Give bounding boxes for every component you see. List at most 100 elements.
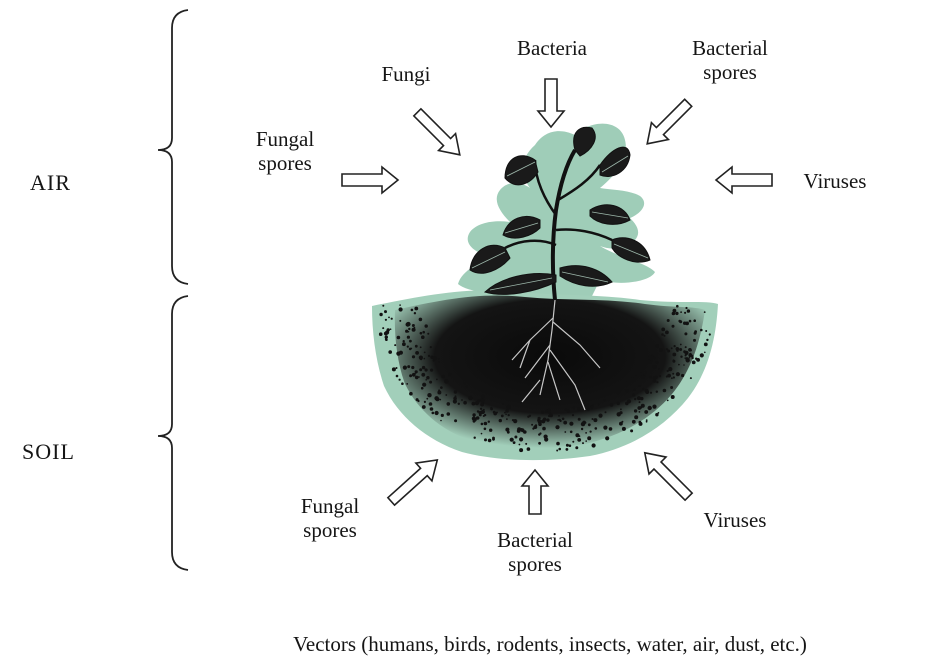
soil-speck	[429, 402, 433, 406]
soil-speck	[409, 392, 413, 396]
soil-speck	[420, 346, 422, 348]
soil-speck	[419, 368, 422, 371]
soil-speck	[673, 309, 677, 313]
soil-speck	[472, 402, 476, 406]
soil-speck	[642, 388, 644, 390]
soil-speck	[386, 330, 388, 332]
soil-speck	[546, 418, 549, 421]
soil-speck	[405, 330, 408, 333]
soil-speck	[593, 418, 597, 422]
soil-speck	[531, 424, 533, 426]
soil-speck	[671, 377, 673, 379]
soil-speck	[433, 357, 437, 361]
soil-speck	[592, 443, 596, 447]
soil-speck	[538, 442, 541, 445]
soil-speck	[394, 344, 396, 346]
soil-speck	[535, 424, 537, 426]
soil-speck	[667, 319, 670, 322]
soil-speck	[382, 305, 384, 307]
soil-speck	[441, 375, 444, 378]
soil-speck	[440, 399, 442, 401]
soil-speck	[521, 428, 525, 432]
soil-speck	[548, 415, 550, 417]
soil-speck	[412, 355, 415, 358]
soil-speck	[631, 377, 634, 380]
soil-speck	[430, 369, 433, 372]
soil-speck	[538, 417, 541, 420]
soil-speck	[479, 414, 482, 417]
soil-speck	[543, 418, 547, 422]
soil-speck	[670, 386, 673, 389]
soil-speck	[429, 381, 432, 384]
arrow-bacteria	[538, 79, 564, 127]
soil-speck	[506, 418, 508, 420]
soil-speck	[609, 427, 613, 431]
soil-speck	[622, 428, 624, 430]
soil-speck	[634, 389, 636, 391]
soil-speck	[678, 364, 680, 366]
soil-speck	[508, 414, 510, 416]
soil-speck	[565, 408, 568, 411]
soil-speck	[700, 329, 703, 332]
soil-speck	[664, 335, 666, 337]
soil-speck	[411, 366, 414, 369]
soil-speck	[513, 419, 517, 423]
arrow-bacterial-spores-air	[639, 94, 697, 152]
soil-speck	[645, 389, 649, 393]
soil-speck	[696, 358, 700, 362]
soil-speck	[510, 438, 514, 442]
soil-speck	[706, 339, 708, 341]
soil-speck	[681, 374, 684, 377]
zone-label-air: AIR	[30, 170, 71, 196]
soil-speck	[411, 348, 413, 350]
soil-speck	[673, 376, 675, 378]
soil-speck	[466, 385, 468, 387]
soil-speck	[421, 373, 425, 377]
soil-speck	[458, 403, 460, 405]
soil-speck	[415, 345, 418, 348]
soil-speck	[419, 356, 423, 360]
soil-speck	[690, 349, 692, 351]
soil-speck	[507, 431, 510, 434]
soil-speck	[481, 398, 485, 402]
soil-speck	[472, 413, 475, 416]
soil-speck	[684, 332, 687, 335]
soil-speck	[415, 351, 419, 355]
soil-speck	[676, 372, 680, 376]
soil-speck	[440, 386, 443, 389]
soil-speck	[641, 375, 645, 379]
soil-speck	[626, 390, 629, 393]
soil-speck	[484, 422, 488, 426]
soil-speck	[399, 379, 401, 381]
soil-speck	[587, 436, 591, 440]
soil-speck	[420, 332, 423, 335]
soil-speck	[505, 414, 507, 416]
label-fungal-spores-soil: Fungal spores	[275, 494, 385, 542]
soil-speck	[401, 382, 404, 385]
soil-speck	[483, 409, 485, 411]
soil-speck	[641, 404, 645, 408]
soil-speck	[447, 402, 451, 406]
soil-speck	[690, 377, 692, 379]
soil-speck	[556, 450, 558, 452]
soil-speck	[441, 414, 444, 417]
soil-speck	[538, 420, 542, 424]
soil-speck	[493, 412, 497, 416]
soil-speck	[566, 444, 569, 447]
soil-speck	[683, 364, 685, 366]
soil-speck	[671, 347, 673, 349]
soil-speck	[541, 411, 544, 414]
soil-speck	[569, 422, 573, 426]
soil-speck	[639, 422, 643, 426]
soil-speck	[578, 409, 580, 411]
soil-speck	[646, 421, 648, 423]
soil-speck	[407, 346, 409, 348]
soil-speck	[473, 418, 477, 422]
soil-speck	[425, 324, 428, 327]
soil-speck	[634, 415, 638, 419]
soil-speck	[645, 372, 647, 374]
soil-speck	[635, 374, 637, 376]
arrow-fungal-spores-soil	[383, 451, 445, 510]
soil-speck	[402, 342, 406, 346]
soil-speck	[640, 373, 642, 375]
